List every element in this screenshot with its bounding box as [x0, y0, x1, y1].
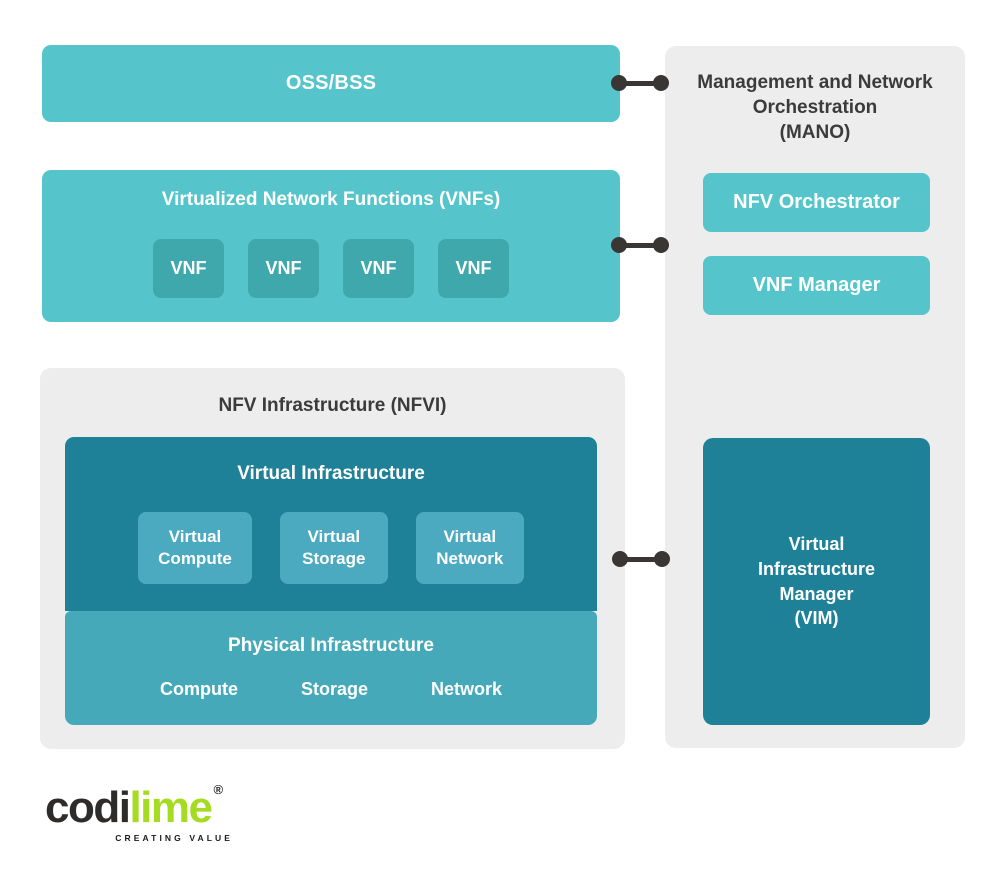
- vim-box: Virtual Infrastructure Manager (VIM): [703, 438, 930, 725]
- vnf-chip: VNF: [343, 239, 414, 298]
- nfv-orchestrator-label: NFV Orchestrator: [733, 191, 900, 213]
- physical-network-label: Network: [431, 679, 503, 699]
- nfvi-title: NFV Infrastructure (NFVI): [218, 395, 447, 416]
- virtual-compute-chip: Virtual Compute: [138, 512, 252, 584]
- vnf-chip: VNF: [438, 239, 509, 298]
- connector-dot-icon: [653, 75, 669, 91]
- connector-bar: [625, 556, 657, 562]
- vnf-manager-box: VNF Manager: [703, 256, 930, 315]
- mano-title: Management and Network Orchestration (MA…: [697, 72, 933, 144]
- mano-panel: Management and Network Orchestration (MA…: [665, 46, 965, 748]
- oss-bss-label: OSS/BSS: [285, 72, 377, 94]
- connector-bar: [624, 242, 656, 248]
- connector-dot-icon: [653, 237, 669, 253]
- connector-dot-icon: [611, 237, 627, 253]
- oss-bss-box: OSS/BSS: [42, 45, 620, 122]
- vnf-row: VNF VNF VNF VNF: [42, 239, 620, 298]
- virtual-resources-row: Virtual Compute Virtual Storage Virtual …: [65, 512, 597, 584]
- physical-infrastructure-section: Physical Infrastructure Compute Storage …: [65, 611, 597, 725]
- vnfs-box: Virtualized Network Functions (VNFs) VNF…: [42, 170, 620, 322]
- registered-mark-icon: ®: [213, 782, 224, 797]
- vnfs-title: Virtualized Network Functions (VNFs): [161, 189, 501, 210]
- connector-dot-icon: [611, 75, 627, 91]
- virtual-network-chip: Virtual Network: [415, 512, 524, 584]
- connector-nfvi-vim: [612, 551, 670, 567]
- virtual-infrastructure-section: Virtual Infrastructure Virtual Compute V…: [65, 437, 597, 611]
- physical-storage-label: Storage: [300, 679, 368, 699]
- nfvi-panel: NFV Infrastructure (NFVI) Virtual Infras…: [40, 368, 625, 749]
- connector-bar: [624, 80, 656, 86]
- virtual-infrastructure-title: Virtual Infrastructure: [237, 463, 425, 484]
- codilime-logo: codilime® CREATING VALUE: [45, 783, 233, 843]
- nfv-orchestrator-box: NFV Orchestrator: [703, 173, 930, 232]
- logo-text-dark: codi: [45, 783, 131, 832]
- physical-compute-label: Compute: [159, 679, 238, 699]
- virtual-storage-chip: Virtual Storage: [279, 512, 388, 584]
- physical-infrastructure-title: Physical Infrastructure: [228, 635, 434, 656]
- connector-oss-mano: [611, 75, 669, 91]
- logo-tagline: CREATING VALUE: [115, 833, 233, 843]
- codilime-wordmark: codilime®: [45, 783, 233, 830]
- logo-text-accent: lime: [129, 783, 213, 832]
- connector-dot-icon: [654, 551, 670, 567]
- nfvi-inner-container: Virtual Infrastructure Virtual Compute V…: [65, 437, 597, 725]
- connector-dot-icon: [612, 551, 628, 567]
- vnf-chip: VNF: [248, 239, 319, 298]
- connector-vnfs-mano: [611, 237, 669, 253]
- vnf-chip: VNF: [153, 239, 224, 298]
- vnf-manager-label: VNF Manager: [752, 274, 881, 296]
- physical-resources-row: Compute Storage Network: [65, 679, 597, 700]
